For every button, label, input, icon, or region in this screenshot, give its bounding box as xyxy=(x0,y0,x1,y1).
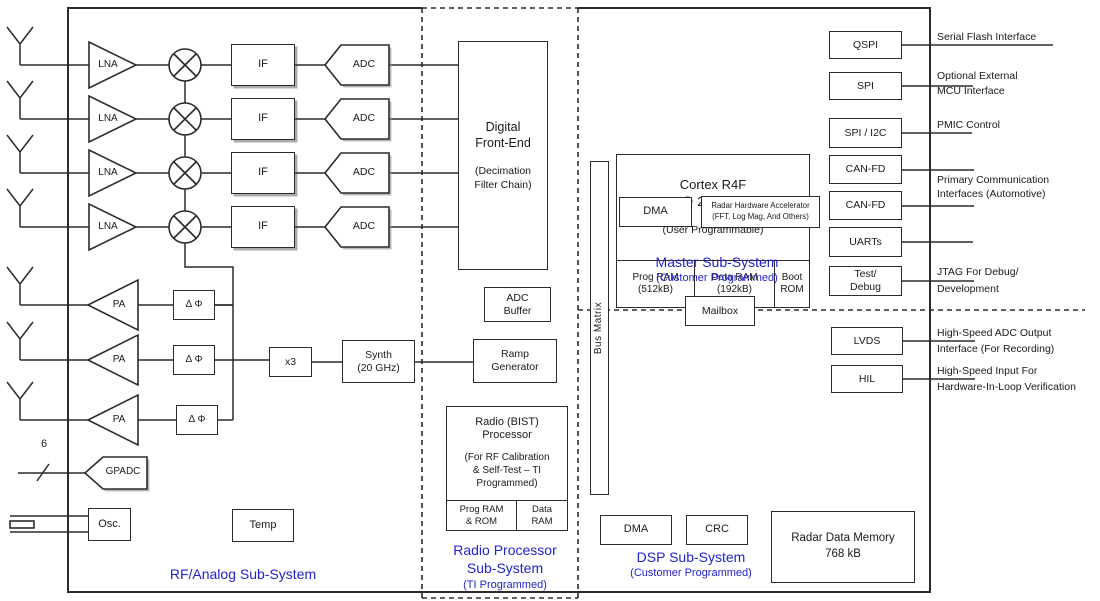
adc-label: ADC xyxy=(352,58,376,70)
phase-shifter-block: Δ Φ xyxy=(176,405,218,435)
bus-matrix-block: Bus Matrix xyxy=(590,161,609,495)
adc-label: ADC xyxy=(352,166,376,178)
qspi-block: QSPI xyxy=(829,31,902,59)
dsp-dma-block: DMA xyxy=(600,515,672,545)
x3-multiplier-block: x3 xyxy=(269,347,312,377)
mailbox-block: Mailbox xyxy=(685,296,755,326)
master-subsystem-title: Master Sub-System xyxy=(655,254,779,270)
rx-antenna-icons xyxy=(6,26,34,227)
radio-subsystem-subtitle: (TI Programmed) xyxy=(463,579,547,591)
gpadc-bus-width: 6 xyxy=(40,438,48,450)
if-block: IF xyxy=(231,98,295,140)
spi-block: SPI xyxy=(829,72,902,100)
pmic-control-label: PMIC Control xyxy=(937,119,1001,131)
dsp-subsystem-title: DSP Sub-System xyxy=(636,549,746,565)
lvds-label-line2: Interface (For Recording) xyxy=(937,343,1055,355)
radio-subsystem-title-line1: Radio Processor xyxy=(453,542,557,558)
radio-subsystem-title-line2: Sub-System xyxy=(466,560,544,576)
if-block: IF xyxy=(231,44,295,86)
can-fd-block: CAN-FD xyxy=(829,191,902,220)
lvds-block: LVDS xyxy=(831,327,903,355)
lna-label: LNA xyxy=(98,221,118,232)
jtag-label-line1: JTAG For Debug/ xyxy=(937,266,1019,278)
gpadc-label: GPADC xyxy=(105,466,141,477)
osc-block: Osc. xyxy=(88,508,131,541)
pa-triangle-icons xyxy=(86,278,139,447)
if-block: IF xyxy=(231,206,295,248)
radar-hw-accelerator-block: Radar Hardware Accelerator(FFT, Log Mag,… xyxy=(701,196,820,228)
dsp-subsystem-subtitle: (Customer Programmed) xyxy=(630,567,752,579)
lna-triangle-icons xyxy=(88,40,138,252)
mixer-icons xyxy=(168,48,202,244)
hil-block: HIL xyxy=(831,365,903,393)
hil-label-line1: High-Speed Input For xyxy=(937,365,1038,377)
master-dma-block: DMA xyxy=(619,197,692,227)
phase-shifter-block: Δ Φ xyxy=(173,290,215,320)
lna-label: LNA xyxy=(98,59,118,70)
can-fd-block: CAN-FD xyxy=(829,155,902,184)
test-debug-block: Test/Debug xyxy=(829,266,902,296)
master-prog-ram-cell: Prog RAM(512kB) xyxy=(632,271,679,296)
dashed-boundaries xyxy=(421,7,1085,599)
master-subsystem-subtitle: (Customer Programmed) xyxy=(656,272,778,284)
signal-lines xyxy=(18,44,1053,533)
cortex-r4f-block: Cortex R4F@ 200MHz (User Programmable) P… xyxy=(616,154,810,308)
temp-block: Temp xyxy=(232,509,294,542)
tx-antenna-icons xyxy=(6,266,34,420)
mcu-interface-label-line2: MCU Interface xyxy=(937,85,1005,97)
phase-shifter-block: Δ Φ xyxy=(173,345,215,375)
serial-flash-label: Serial Flash Interface xyxy=(937,31,1037,43)
adc-label: ADC xyxy=(352,112,376,124)
primary-comm-label-line1: Primary Communication xyxy=(937,174,1050,186)
dsp-crc-block: CRC xyxy=(686,515,748,545)
adc-pentagon-icons xyxy=(323,44,392,250)
bist-prog-ram-rom-cell: Prog RAM& ROM xyxy=(459,503,504,527)
crystal-icon xyxy=(9,515,35,533)
gpadc-pentagon-icon xyxy=(83,456,150,492)
chip-outer-border xyxy=(67,7,931,593)
mcu-interface-label-line1: Optional External xyxy=(937,70,1018,82)
lna-label: LNA xyxy=(98,113,118,124)
jtag-label-line2: Development xyxy=(937,283,999,295)
primary-comm-label-line2: Interfaces (Automotive) xyxy=(937,188,1046,200)
rf-subsystem-title: RF/Analog Sub-System xyxy=(169,566,317,582)
pa-label: PA xyxy=(112,299,126,310)
pa-label: PA xyxy=(112,414,126,425)
adc-label: ADC xyxy=(352,220,376,232)
radio-bist-processor-block: Radio (BIST)Processor (For RF Calibratio… xyxy=(446,406,568,531)
lna-label: LNA xyxy=(98,167,118,178)
lvds-label-line1: High-Speed ADC Output xyxy=(937,327,1052,339)
if-block: IF xyxy=(231,152,295,194)
pa-label: PA xyxy=(112,354,126,365)
spi-i2c-block: SPI / I2C xyxy=(829,118,902,148)
hil-label-line2: Hardware-In-Loop Verification xyxy=(937,381,1076,393)
master-data-ram-cell: Data RAM(192kB) xyxy=(694,261,774,307)
uarts-block: UARTs xyxy=(829,227,902,257)
synth-block: Synth(20 GHz) xyxy=(342,340,415,383)
